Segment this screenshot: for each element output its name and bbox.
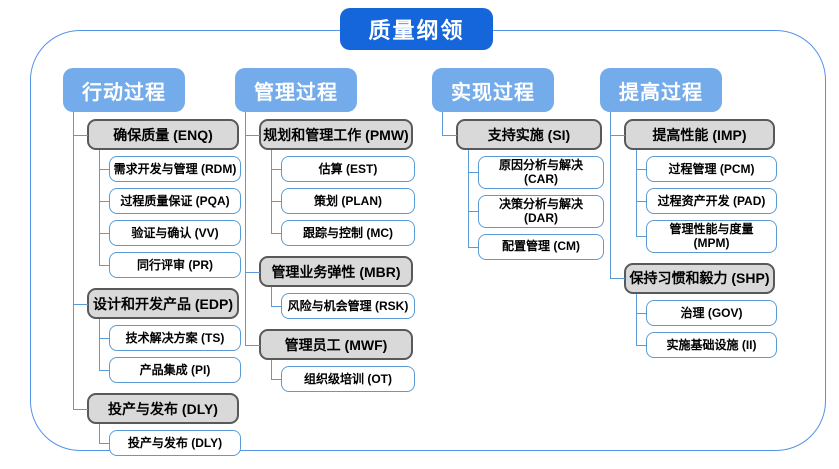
- item-box: 产品集成 (PI): [109, 357, 241, 383]
- group-box: 管理业务弹性 (MBR): [259, 256, 413, 287]
- item: 实施基础设施 (II): [636, 325, 777, 358]
- item-list: 技术解决方案 (TS) 产品集成 (PI): [99, 319, 241, 386]
- item-box: 组织级培训 (OT): [281, 366, 415, 392]
- column-header: 提高过程: [600, 68, 722, 112]
- group-list: 支持实施 (SI) 原因分析与解决 (CAR) 决策分析与解决 (DAR) 配置管理 …: [432, 112, 604, 263]
- item-box: 过程管理 (PCM): [646, 156, 777, 182]
- item-box: 需求开发与管理 (RDM): [109, 156, 241, 182]
- item: 估算 (EST): [271, 150, 415, 182]
- item-box: 投产与发布 (DLY): [109, 430, 241, 456]
- item: 技术解决方案 (TS): [99, 319, 241, 351]
- process-column-3: 实现过程支持实施 (SI) 原因分析与解决 (CAR) 决策分析与解决 (DAR) 配…: [432, 68, 604, 263]
- group: 确保质量 (ENQ) 需求开发与管理 (RDM) 过程质量保证 (PQA) 验证与确认…: [73, 112, 241, 281]
- group: 管理员工 (MWF) 组织级培训 (OT): [245, 322, 415, 395]
- column-header: 行动过程: [63, 68, 185, 112]
- column-header: 管理过程: [235, 68, 357, 112]
- item-box: 跟踪与控制 (MC): [281, 220, 415, 246]
- item-box: 过程资产开发 (PAD): [646, 188, 777, 214]
- item-list: 组织级培训 (OT): [271, 360, 415, 395]
- item: 投产与发布 (DLY): [99, 424, 241, 456]
- item: 决策分析与解决 (DAR): [468, 188, 604, 228]
- item: 过程质量保证 (PQA): [99, 182, 241, 214]
- item: 风险与机会管理 (RSK): [271, 287, 415, 319]
- group-list: 确保质量 (ENQ) 需求开发与管理 (RDM) 过程质量保证 (PQA) 验证与确认…: [63, 112, 241, 459]
- item: 治理 (GOV): [636, 293, 777, 326]
- group-list: 提高性能 (IMP) 过程管理 (PCM) 过程资产开发 (PAD) 管理性能与度量 …: [600, 112, 777, 361]
- item-list: 治理 (GOV) 实施基础设施 (II): [636, 293, 777, 361]
- item: 策划 (PLAN): [271, 182, 415, 214]
- column-header: 实现过程: [432, 68, 554, 112]
- item-box: 验证与确认 (VV): [109, 220, 241, 246]
- item-box: 实施基础设施 (II): [646, 331, 777, 358]
- group-box: 规划和管理工作 (PMW): [259, 119, 413, 150]
- item-box: 治理 (GOV): [646, 299, 777, 326]
- item: 配置管理 (CM): [468, 227, 604, 260]
- item: 产品集成 (PI): [99, 351, 241, 383]
- item-list: 估算 (EST) 策划 (PLAN) 跟踪与控制 (MC): [271, 150, 415, 249]
- item: 管理性能与度量 (MPM): [636, 214, 777, 253]
- item-list: 风险与机会管理 (RSK): [271, 287, 415, 322]
- item: 组织级培训 (OT): [271, 360, 415, 392]
- item-list: 需求开发与管理 (RDM) 过程质量保证 (PQA) 验证与确认 (VV) 同行评审 …: [99, 150, 241, 281]
- item-box: 原因分析与解决 (CAR): [478, 156, 604, 189]
- group: 提高性能 (IMP) 过程管理 (PCM) 过程资产开发 (PAD) 管理性能与度量 …: [610, 112, 777, 256]
- item-box: 风险与机会管理 (RSK): [281, 293, 415, 319]
- group-box: 确保质量 (ENQ): [87, 119, 239, 150]
- item-box: 过程质量保证 (PQA): [109, 188, 241, 214]
- group: 支持实施 (SI) 原因分析与解决 (CAR) 决策分析与解决 (DAR) 配置管理 …: [442, 112, 604, 263]
- item-box: 决策分析与解决 (DAR): [478, 194, 604, 228]
- item-box: 同行评审 (PR): [109, 252, 241, 278]
- item: 跟踪与控制 (MC): [271, 214, 415, 246]
- item: 需求开发与管理 (RDM): [99, 150, 241, 182]
- group-box: 保持习惯和毅力 (SHP): [624, 262, 775, 294]
- group-box: 设计和开发产品 (EDP): [87, 288, 239, 319]
- group-box: 投产与发布 (DLY): [87, 393, 239, 424]
- group-box: 支持实施 (SI): [456, 119, 602, 150]
- item-box: 技术解决方案 (TS): [109, 325, 241, 351]
- group: 管理业务弹性 (MBR) 风险与机会管理 (RSK): [245, 249, 415, 322]
- process-column-2: 管理过程规划和管理工作 (PMW) 估算 (EST) 策划 (PLAN) 跟踪与控制 …: [235, 68, 415, 395]
- item: 过程管理 (PCM): [636, 150, 777, 182]
- item-list: 投产与发布 (DLY): [99, 424, 241, 459]
- item-box: 管理性能与度量 (MPM): [646, 220, 777, 253]
- group-box: 管理员工 (MWF): [259, 329, 413, 360]
- item: 过程资产开发 (PAD): [636, 182, 777, 214]
- item-box: 配置管理 (CM): [478, 233, 604, 260]
- item-box: 策划 (PLAN): [281, 188, 415, 214]
- group: 规划和管理工作 (PMW) 估算 (EST) 策划 (PLAN) 跟踪与控制 (MC): [245, 112, 415, 249]
- item-list: 原因分析与解决 (CAR) 决策分析与解决 (DAR) 配置管理 (CM): [468, 150, 604, 263]
- group: 保持习惯和毅力 (SHP) 治理 (GOV) 实施基础设施 (II): [610, 255, 777, 361]
- item-box: 估算 (EST): [281, 156, 415, 182]
- group: 投产与发布 (DLY) 投产与发布 (DLY): [73, 386, 241, 459]
- item: 同行评审 (PR): [99, 246, 241, 278]
- item: 验证与确认 (VV): [99, 214, 241, 246]
- group-box: 提高性能 (IMP): [624, 119, 775, 150]
- group: 设计和开发产品 (EDP) 技术解决方案 (TS) 产品集成 (PI): [73, 281, 241, 386]
- item: 原因分析与解决 (CAR): [468, 150, 604, 189]
- process-column-4: 提高过程提高性能 (IMP) 过程管理 (PCM) 过程资产开发 (PAD) 管理性能…: [600, 68, 777, 361]
- item-list: 过程管理 (PCM) 过程资产开发 (PAD) 管理性能与度量 (MPM): [636, 150, 777, 256]
- group-list: 规划和管理工作 (PMW) 估算 (EST) 策划 (PLAN) 跟踪与控制 (MC)…: [235, 112, 415, 395]
- diagram-title: 质量纲领: [340, 8, 493, 50]
- process-column-1: 行动过程确保质量 (ENQ) 需求开发与管理 (RDM) 过程质量保证 (PQA) 验…: [63, 68, 241, 459]
